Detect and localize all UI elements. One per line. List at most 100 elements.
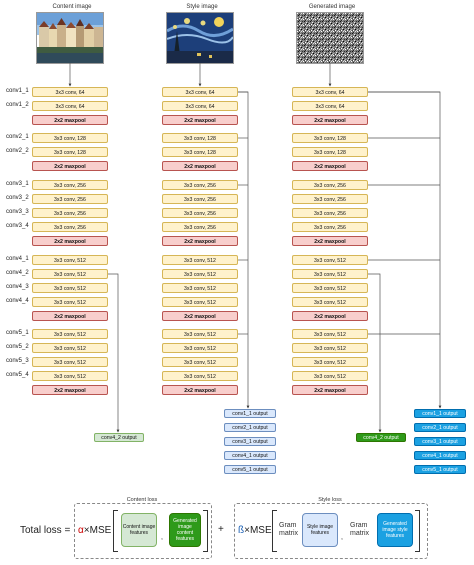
row-label-0: conv1_1 [6,88,29,94]
generated-layer-0: 3x3 conv, 64 [292,87,368,97]
style-image-features: Style image features [302,513,338,547]
generated-conv4-2-link [368,273,382,433]
style-layer-10: 2x2 maxpool [162,236,238,246]
generated-style-features: Generated image style features [377,513,413,547]
content-layer-18: 3x3 conv, 512 [32,357,108,367]
total-loss-label: Total loss = [20,525,71,536]
row-label-3: conv2_2 [6,148,29,154]
style-layer-1: 3x3 conv, 64 [162,101,238,111]
style-output-3: conv4_1 output [224,451,276,460]
style-layer-6: 3x3 conv, 256 [162,180,238,190]
generated-layer-8: 3x3 conv, 256 [292,208,368,218]
generated-layer-15: 2x2 maxpool [292,311,368,321]
style-layer-7: 3x3 conv, 256 [162,194,238,204]
style-bracket-right [415,510,420,552]
generated-style-output-1: conv2_1 output [414,423,466,432]
generated-image-thumbnail [296,12,364,64]
content-layer-19: 3x3 conv, 512 [32,371,108,381]
generated-layer-4: 3x3 conv, 128 [292,147,368,157]
row-label-12: conv5_1 [6,330,29,336]
style-layer-8: 3x3 conv, 256 [162,208,238,218]
style-layer-5: 2x2 maxpool [162,161,238,171]
generated-layer-18: 3x3 conv, 512 [292,357,368,367]
generated-style-output-4: conv5_1 output [414,465,466,474]
content-layer-0: 3x3 conv, 64 [32,87,108,97]
style-loss-box [234,503,428,559]
content-layer-9: 3x3 conv, 256 [32,222,108,232]
style-layer-14: 3x3 conv, 512 [162,297,238,307]
style-layer-13: 3x3 conv, 512 [162,283,238,293]
style-bracket-left [272,510,277,552]
content-layer-13: 3x3 conv, 512 [32,283,108,293]
generated-layer-6: 3x3 conv, 256 [292,180,368,190]
style-layer-15: 2x2 maxpool [162,311,238,321]
generated-layer-7: 3x3 conv, 256 [292,194,368,204]
style-layer-20: 2x2 maxpool [162,385,238,395]
content-layer-10: 2x2 maxpool [32,236,108,246]
row-label-8: conv4_1 [6,256,29,262]
style-bus [238,91,250,409]
generated-layer-11: 3x3 conv, 512 [292,255,368,265]
generated-layer-3: 3x3 conv, 128 [292,133,368,143]
plus-sign: + [218,524,224,535]
alpha-mse: α×MSE [78,525,112,536]
style-image-thumbnail [166,12,234,64]
content-layer-6: 3x3 conv, 256 [32,180,108,190]
generated-style-output-3: conv4_1 output [414,451,466,460]
style-gram-label: Gram matrix [279,522,299,537]
content-loss-box [74,503,212,559]
content-layer-5: 2x2 maxpool [32,161,108,171]
content-layer-14: 3x3 conv, 512 [32,297,108,307]
content-layer-3: 3x3 conv, 128 [32,133,108,143]
content-layer-17: 3x3 conv, 512 [32,343,108,353]
style-layer-17: 3x3 conv, 512 [162,343,238,353]
content-layer-1: 3x3 conv, 64 [32,101,108,111]
style-image-title: Style image [186,4,218,10]
content-image-features: Content image features [121,513,157,547]
style-output-2: conv3_1 output [224,437,276,446]
row-label-2: conv2_1 [6,134,29,140]
generated-conv4-2-output: conv4_2 output [356,433,406,442]
generated-layer-14: 3x3 conv, 512 [292,297,368,307]
generated-layer-5: 2x2 maxpool [292,161,368,171]
content-layer-15: 2x2 maxpool [32,311,108,321]
style-layer-11: 3x3 conv, 512 [162,255,238,265]
generated-content-features: Generated image content features [169,513,201,547]
generated-layer-20: 2x2 maxpool [292,385,368,395]
generated-layer-12: 3x3 conv, 512 [292,269,368,279]
generated-style-output-0: conv1_1 output [414,409,466,418]
content-layer-12: 3x3 conv, 512 [32,269,108,279]
generated-style-output-2: conv3_1 output [414,437,466,446]
row-label-5: conv3_2 [6,195,29,201]
row-label-10: conv4_3 [6,284,29,290]
style-layer-2: 2x2 maxpool [162,115,238,125]
row-label-9: conv4_2 [6,270,29,276]
content-layer-4: 3x3 conv, 128 [32,147,108,157]
row-label-4: conv3_1 [6,181,29,187]
generated-layer-19: 3x3 conv, 512 [292,371,368,381]
generated-layer-13: 3x3 conv, 512 [292,283,368,293]
content-comma: , [161,534,163,541]
generated-image-title: Generated image [308,4,356,10]
generated-layer-10: 2x2 maxpool [292,236,368,246]
content-image-thumbnail [36,12,104,64]
style-layer-16: 3x3 conv, 512 [162,329,238,339]
row-label-11: conv4_4 [6,298,29,304]
content-image-title: Content image [52,4,92,10]
generated-layer-16: 3x3 conv, 512 [292,329,368,339]
row-label-6: conv3_3 [6,209,29,215]
style-layer-9: 3x3 conv, 256 [162,222,238,232]
style-layer-0: 3x3 conv, 64 [162,87,238,97]
generated-layer-2: 2x2 maxpool [292,115,368,125]
style-layer-18: 3x3 conv, 512 [162,357,238,367]
content-bracket-left [113,510,118,552]
beta-mse: ß×MSE [238,525,272,536]
generated-style-bus [368,91,442,409]
content-loss-title: Content loss [110,497,174,503]
content-layer-20: 2x2 maxpool [32,385,108,395]
content-conv4-2-output: conv4_2 output [94,433,144,442]
row-label-13: conv5_2 [6,344,29,350]
style-layer-3: 3x3 conv, 128 [162,133,238,143]
content-layer-2: 2x2 maxpool [32,115,108,125]
content-conv4-2-link [108,273,120,433]
